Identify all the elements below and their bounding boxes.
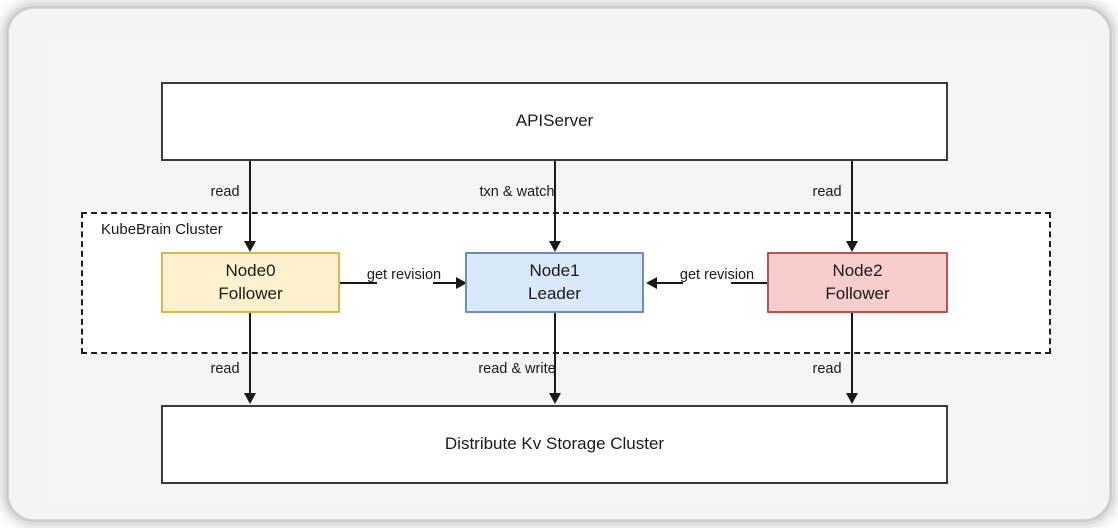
edge-apiserver-node1-arrowhead — [549, 241, 561, 252]
storage-cluster-box[interactable]: Distribute Kv Storage Cluster — [161, 405, 948, 484]
node-box-node1[interactable]: Node1 Leader — [465, 252, 644, 313]
node1-role: Leader — [528, 283, 581, 303]
edge-label-node0-node1-line1: get — [366, 267, 388, 283]
edge-label-api-node2: read — [812, 184, 842, 200]
edge-apiserver-node2-arrowhead — [846, 241, 858, 252]
edge-label-node2-node1-line2: revision — [704, 267, 755, 283]
apiserver-box[interactable]: APIServer — [161, 82, 948, 161]
edge-apiserver-node0 — [249, 161, 251, 241]
node2-name: Node2 — [832, 261, 883, 281]
edge-node0-storage — [249, 313, 251, 393]
edge-node2-storage — [851, 313, 853, 393]
edge-label-node0-node1: get revision — [367, 266, 441, 284]
edge-node0-storage-arrowhead — [244, 393, 256, 404]
edge-label-api-node0: read — [210, 184, 240, 200]
edge-node2-node1-arrowhead — [646, 277, 657, 289]
edge-apiserver-node0-arrowhead — [244, 241, 256, 252]
edge-label-node2-node1: get revision — [680, 266, 754, 284]
apiserver-label: APIServer — [515, 111, 594, 131]
edge-node2-node1-stub — [731, 282, 768, 284]
window-frame: KubeBrain Cluster read txn & watch read … — [8, 8, 1110, 520]
edge-apiserver-node1 — [554, 161, 556, 241]
node0-name: Node0 — [225, 261, 276, 281]
edge-apiserver-node2 — [851, 161, 853, 241]
kubebrain-cluster-label: KubeBrain Cluster — [101, 221, 223, 238]
node-box-node2[interactable]: Node2 Follower — [767, 252, 948, 313]
node1-name: Node1 — [529, 261, 580, 281]
edge-label-node2-node1-line1: get — [679, 267, 701, 283]
edge-node0-node1-shaft — [433, 282, 457, 284]
edge-label-api-node1: txn & watch — [479, 184, 555, 200]
node-box-node0[interactable]: Node0 Follower — [161, 252, 340, 313]
edge-node0-node1-arrowhead — [456, 277, 467, 289]
edge-node2-storage-arrowhead — [846, 393, 858, 404]
edge-label-node0-node1-line2: revision — [391, 267, 442, 283]
edge-node2-node1-shaft — [657, 282, 683, 284]
edge-node0-node1-stub — [340, 282, 377, 284]
edge-label-node0-storage: read — [210, 361, 240, 377]
edge-label-node1-storage: read & write — [478, 361, 556, 377]
diagram-canvas: KubeBrain Cluster read txn & watch read … — [49, 41, 1089, 505]
edge-node1-storage-arrowhead — [549, 393, 561, 404]
node2-role: Follower — [825, 283, 890, 303]
edge-label-node2-storage: read — [812, 361, 842, 377]
storage-cluster-label: Distribute Kv Storage Cluster — [444, 434, 665, 454]
edge-node1-storage — [554, 313, 556, 393]
node0-role: Follower — [218, 283, 283, 303]
